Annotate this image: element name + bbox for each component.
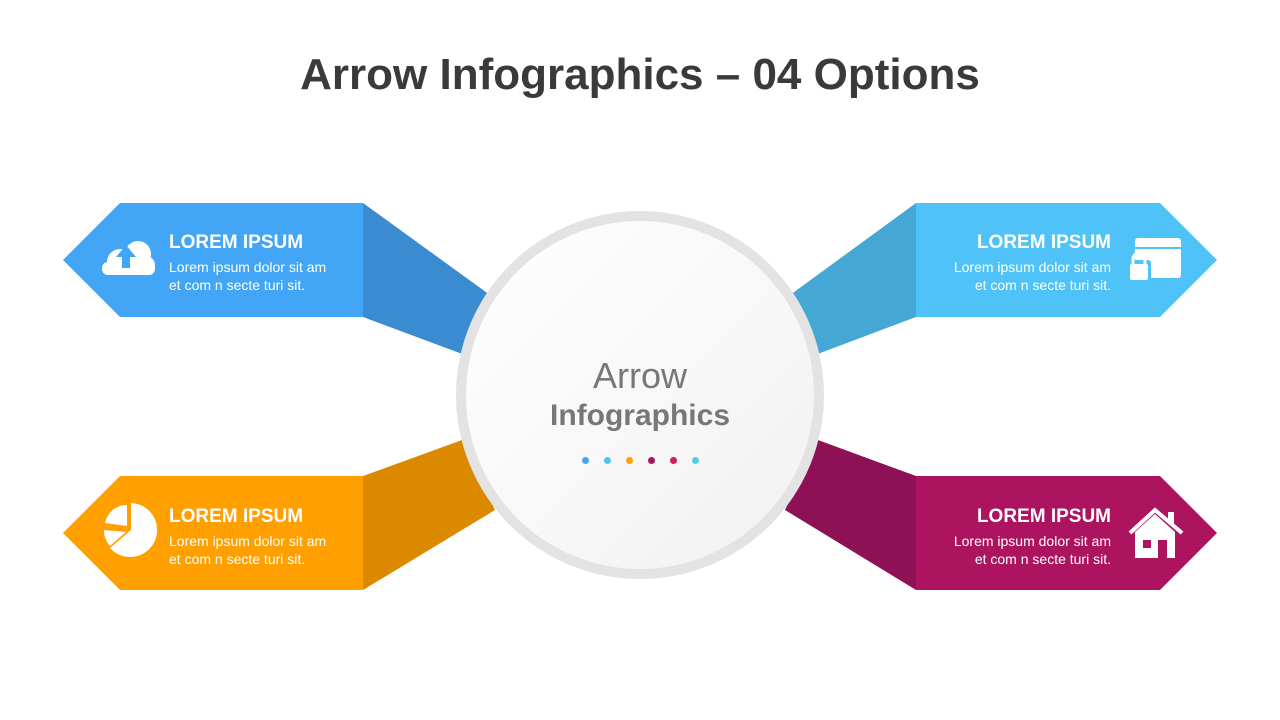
box-lock-icon: [1127, 238, 1181, 282]
option-1: LOREM IPSUM Lorem ipsum dolor sit am et co…: [169, 232, 389, 294]
option-heading: LOREM IPSUM: [976, 232, 1111, 253]
option-line: et com n secte turi sit.: [169, 277, 306, 293]
pie-chart-icon: [103, 503, 158, 557]
option-heading: LOREM IPSUM: [169, 232, 304, 253]
option-line: Lorem ipsum dolor sit am: [169, 259, 327, 275]
arrow-1-fold: [363, 203, 490, 355]
option-heading: LOREM IPSUM: [169, 506, 304, 527]
option-2: LOREM IPSUM Lorem ipsum dolor sit am et co…: [891, 232, 1111, 294]
center-label: Arrow Infographics: [540, 355, 740, 464]
option-text: Lorem ipsum dolor sit am et com n secte t…: [169, 532, 389, 568]
arrow-1: [63, 203, 363, 317]
option-line: Lorem ipsum dolor sit am: [953, 533, 1111, 549]
home-icon: [1128, 507, 1184, 558]
dot: [647, 457, 655, 464]
option-line: Lorem ipsum dolor sit am: [953, 259, 1111, 275]
dot: [669, 457, 677, 464]
arrow-4: [916, 476, 1217, 590]
option-heading: LOREM IPSUM: [976, 506, 1111, 527]
arrow-2-fold: [790, 203, 916, 355]
cloud-upload-icon: [102, 241, 155, 275]
dot: [581, 457, 589, 464]
option-text: Lorem ipsum dolor sit am et com n secte t…: [169, 258, 389, 294]
center-circle: [466, 221, 814, 569]
option-text: Lorem ipsum dolor sit am et com n secte t…: [891, 258, 1111, 294]
dot: [625, 457, 633, 464]
dot: [691, 457, 699, 464]
arrow-4-fold: [785, 440, 916, 590]
option-4: LOREM IPSUM Lorem ipsum dolor sit am et co…: [891, 506, 1111, 568]
arrow-2: [916, 203, 1217, 317]
option-text: Lorem ipsum dolor sit am et com n secte t…: [891, 532, 1111, 568]
option-line: et com n secte turi sit.: [974, 551, 1111, 567]
arrow-3-fold: [363, 440, 495, 590]
option-line: Lorem ipsum dolor sit am: [169, 533, 327, 549]
option-3: LOREM IPSUM Lorem ipsum dolor sit am et co…: [169, 506, 389, 568]
center-line1: Arrow: [592, 355, 687, 396]
option-line: et com n secte turi sit.: [974, 277, 1111, 293]
center-line2: Infographics: [549, 399, 730, 432]
page-title: Arrow Infographics – 04 Options: [300, 50, 980, 99]
dot: [603, 457, 611, 464]
dot-row: [540, 457, 740, 464]
option-line: et com n secte turi sit.: [169, 551, 306, 567]
